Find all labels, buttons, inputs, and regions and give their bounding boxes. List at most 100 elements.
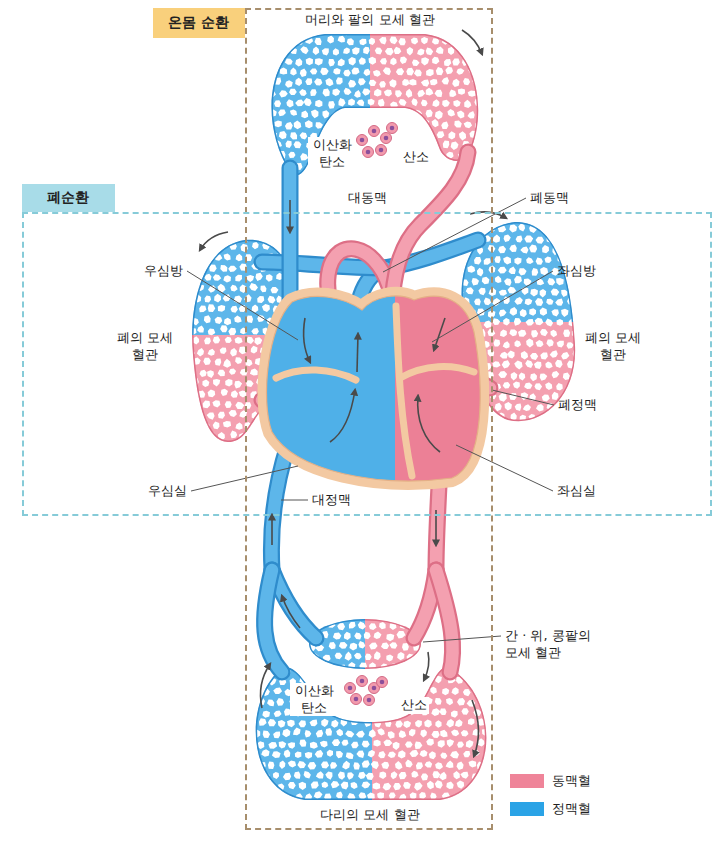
part-label: 폐정맥: [558, 397, 597, 414]
vessel-lumen: [271, 445, 288, 570]
flow-arrow: [424, 652, 429, 680]
flow-arrow: [260, 664, 270, 708]
legend-text: 정맥혈: [552, 800, 591, 818]
heart-septum: [276, 370, 356, 380]
flow-arrow: [418, 396, 440, 452]
leader-line: [423, 636, 501, 642]
capillary-bed: [257, 25, 493, 182]
cell-nucleus: [380, 680, 385, 685]
flow-arrow: [271, 515, 273, 545]
part-label: 머리와 팔의 모세 혈관: [285, 12, 455, 29]
leader-line: [281, 500, 308, 501]
blood-cell: [351, 694, 362, 705]
part-label: 우심방: [144, 263, 183, 280]
region-box: 폐순환: [22, 212, 712, 516]
vessel-lumen: [265, 570, 282, 672]
heading-tab: 온몸 순환: [153, 8, 245, 38]
flow-arrow: [357, 334, 358, 372]
flow-arrow: [289, 200, 291, 232]
leader-line: [492, 390, 554, 405]
heart-drawing: [255, 280, 495, 490]
heart-chambers: [255, 280, 495, 490]
blood-cell: [363, 147, 374, 158]
legend-row: 동맥혈: [510, 772, 591, 790]
blood-cell: [345, 683, 356, 694]
legend-swatch: [510, 802, 544, 816]
cell-nucleus: [360, 138, 365, 143]
vessel-wall: [436, 570, 453, 672]
part-label: 이산화 탄소: [290, 683, 338, 716]
leader-line: [456, 445, 553, 491]
blood-cell: [369, 126, 380, 137]
venous-half: [262, 30, 370, 182]
blood-cell: [357, 676, 368, 687]
vessel-wall: [271, 445, 288, 570]
blood-cells: [345, 123, 398, 706]
cell-nucleus: [379, 148, 384, 153]
heart-outline: [266, 296, 480, 481]
vessel-lumen: [272, 570, 316, 638]
capillary-outline: [372, 667, 486, 800]
venous-half: [240, 660, 372, 802]
part-label: 좌심실: [557, 483, 596, 500]
cell-nucleus: [372, 686, 377, 691]
legend-text: 동맥혈: [552, 772, 591, 790]
blood-cell: [357, 135, 368, 146]
capillary-mesh: [240, 660, 372, 802]
part-label: 다리의 모세 혈관: [290, 807, 450, 824]
capillary-mesh: [372, 660, 505, 802]
blood-cell: [377, 677, 388, 688]
cell-nucleus: [360, 679, 365, 684]
legend-row: 정맥혈: [510, 800, 591, 818]
cell-nucleus: [384, 136, 389, 141]
part-label: 이산화 탄소: [308, 137, 356, 170]
cell-nucleus: [372, 129, 377, 134]
capillary-beds: [181, 25, 586, 802]
heart-septum: [396, 306, 412, 476]
capillary-outline: [256, 667, 372, 800]
flow-arrow: [472, 700, 478, 756]
flow-arrow: [200, 232, 228, 250]
flow-arrow: [304, 318, 310, 362]
legend-swatch: [510, 774, 544, 788]
cell-nucleus: [366, 150, 371, 155]
flow-arrow: [330, 390, 355, 442]
part-label: 폐동맥: [530, 190, 569, 207]
cell-nucleus: [348, 686, 353, 691]
leader-line: [187, 271, 298, 340]
vessel-lumen: [436, 570, 453, 672]
part-label: 좌심방: [557, 263, 596, 280]
heading-tab: 폐순환: [22, 184, 115, 212]
part-label: 우심실: [148, 483, 187, 500]
blood-cell: [376, 145, 387, 156]
part-label: 대정맥: [312, 492, 351, 509]
region-heading: 온몸 순환: [168, 14, 229, 31]
capillary-mesh: [262, 30, 370, 182]
leader-lines: [187, 198, 554, 642]
flow-arrow: [282, 596, 300, 628]
region-box: 온몸 순환: [245, 8, 493, 830]
heart-septum: [400, 367, 474, 378]
part-label: 대동맥: [348, 190, 387, 207]
region-heading: 폐순환: [47, 189, 89, 206]
part-label: 산소: [399, 697, 429, 714]
blood-cell: [364, 695, 375, 706]
capillary-fill: [256, 667, 372, 800]
vessel-wall: [265, 570, 282, 672]
cell-nucleus: [354, 697, 359, 702]
part-label: 폐의 모세 혈관: [115, 330, 175, 363]
right-heart: [255, 280, 395, 490]
flow-arrow: [434, 318, 445, 350]
cell-nucleus: [367, 698, 372, 703]
cell-nucleus: [390, 126, 395, 131]
part-label: 간 · 위, 콩팥의 모세 혈관: [505, 628, 611, 661]
part-label: 폐의 모세 혈관: [583, 330, 643, 363]
blood-cell: [381, 133, 392, 144]
blood-cell: [387, 123, 398, 134]
vessel-wall: [272, 570, 316, 638]
